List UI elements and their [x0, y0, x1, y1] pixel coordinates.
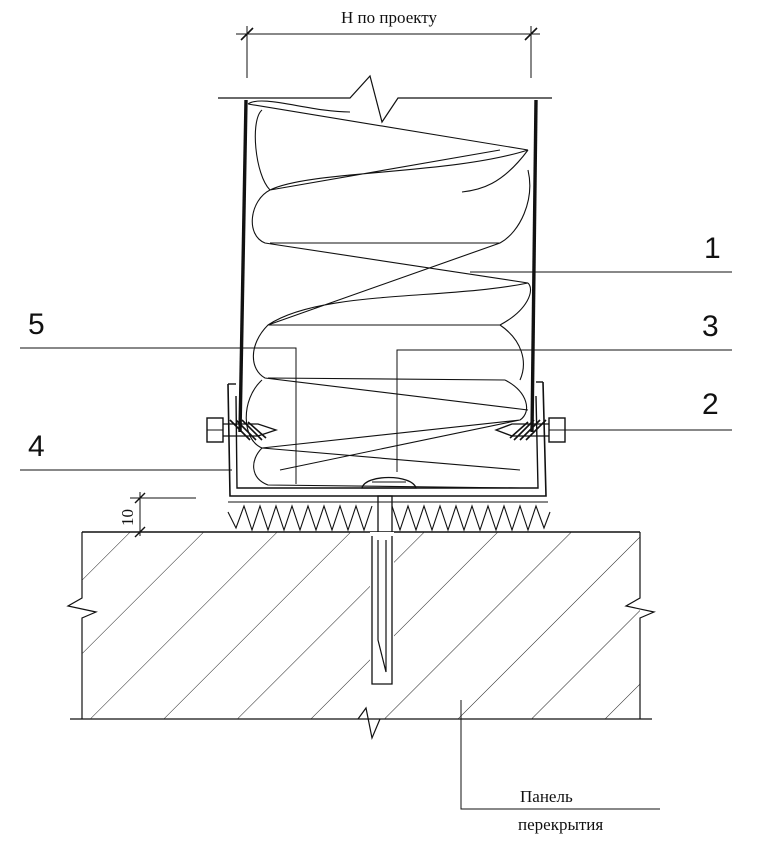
partition-sheets [238, 99, 538, 433]
callout-2: 2 [560, 388, 732, 431]
callout-1: 1 [470, 232, 732, 273]
dimension-h-label: H по проекту [341, 8, 437, 27]
callout-1-label: 1 [704, 232, 721, 265]
callout-2-label: 2 [702, 388, 719, 421]
floor-slab [66, 531, 656, 741]
gap-dimension: 10 [118, 492, 196, 538]
callout-3-label: 3 [702, 310, 719, 343]
break-line-top [218, 74, 552, 124]
dimension-h: H по проекту [236, 8, 540, 78]
callout-3: 3 [396, 310, 732, 472]
callout-panel: Панель перекрытия [460, 700, 660, 834]
callout-5: 5 [20, 308, 297, 484]
callout-4: 4 [20, 430, 232, 471]
panel-label-line1: Панель [520, 787, 573, 806]
callout-4-label: 4 [28, 430, 45, 463]
insulation-wool [245, 100, 532, 489]
panel-label-line2: перекрытия [518, 815, 603, 834]
screw-left [206, 417, 279, 443]
gap-dimension-label: 10 [118, 509, 137, 526]
steel-channel [227, 381, 547, 497]
callout-5-label: 5 [28, 308, 45, 341]
elastic-gasket [227, 501, 551, 532]
